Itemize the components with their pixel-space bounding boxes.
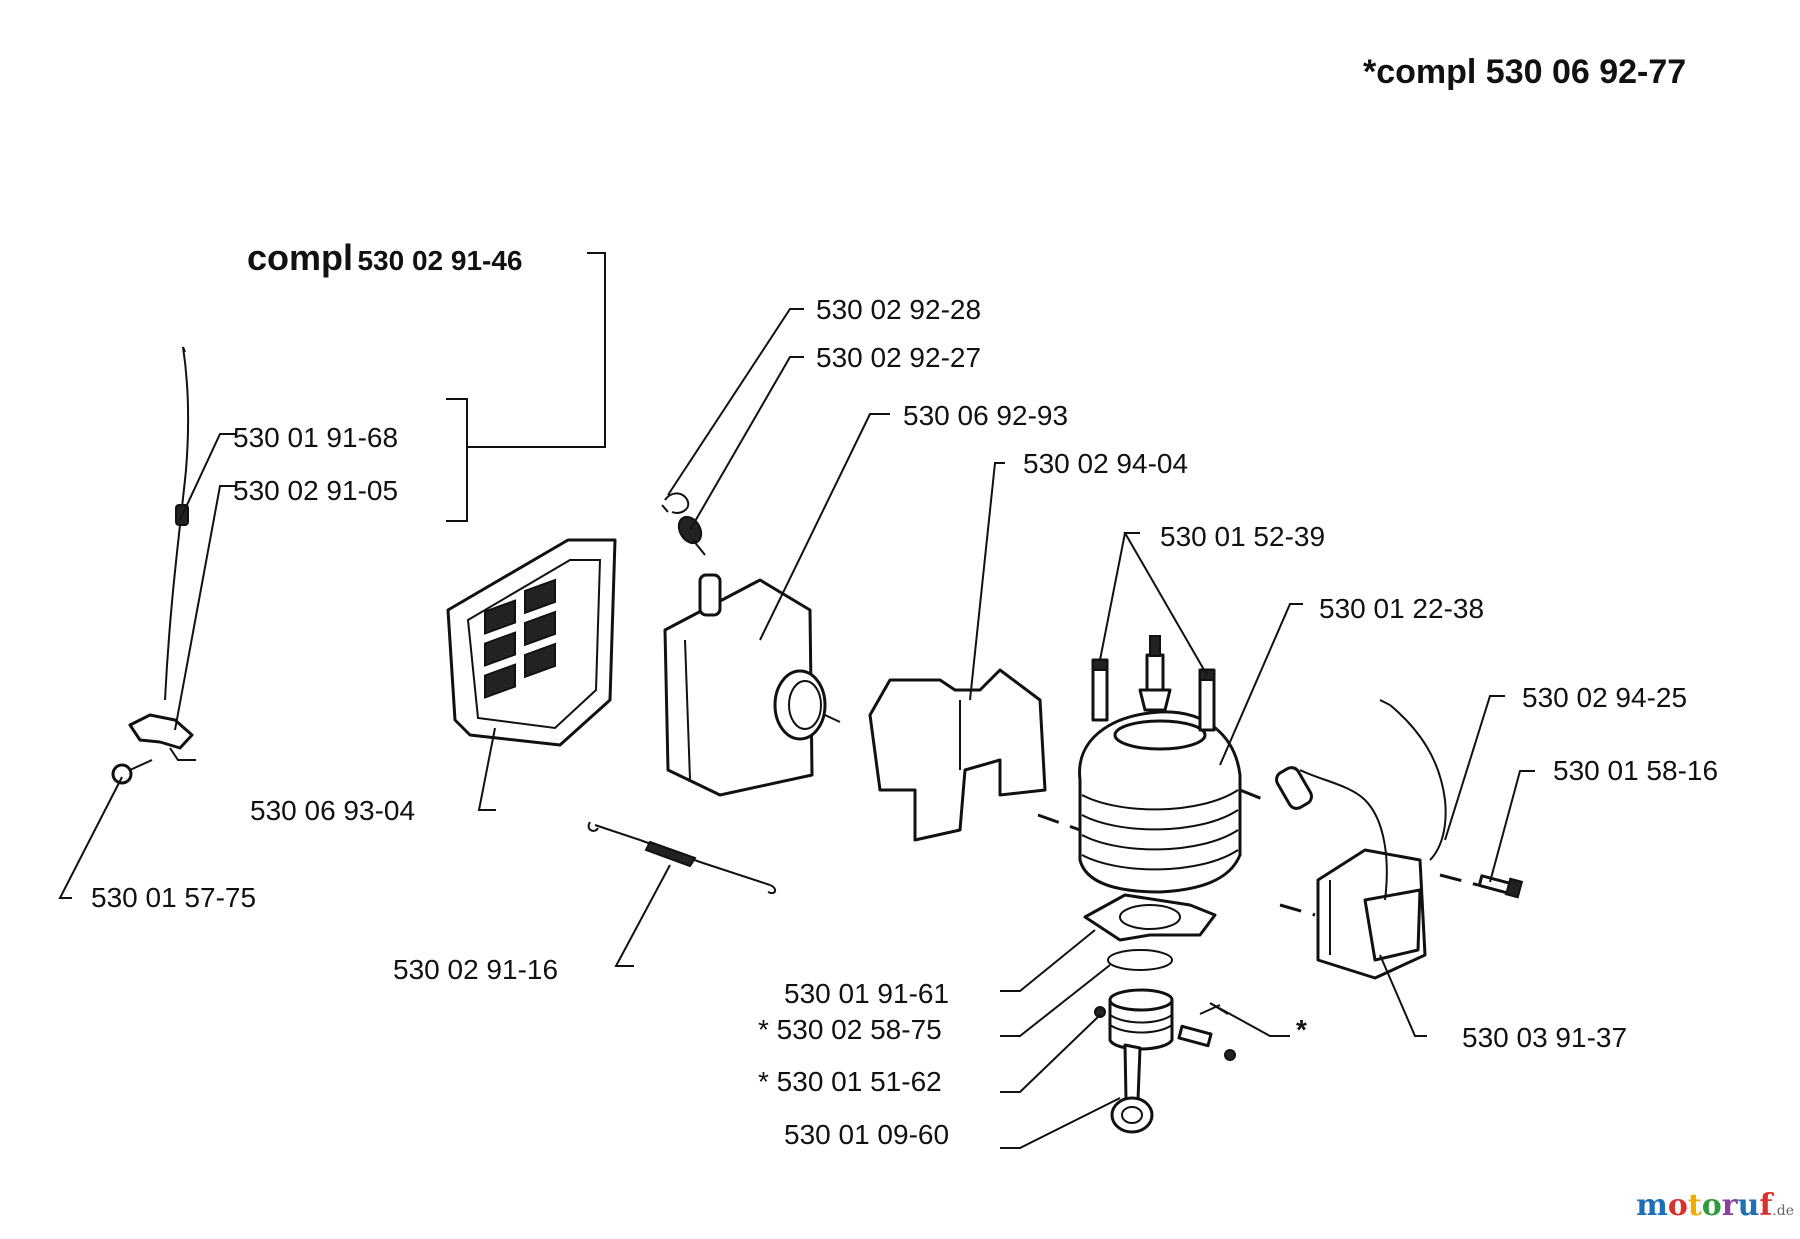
label-530-03-91-37: 530 03 91-37 — [1462, 1022, 1628, 1053]
tension-spring — [587, 821, 776, 895]
label-530-01-52-39: 530 01 52-39 — [1160, 521, 1326, 552]
leader-lines — [58, 252, 1535, 1149]
label-530-06-93-04: 530 06 93-04 — [250, 795, 416, 826]
muffler — [661, 492, 841, 797]
label-530-02-58-75: * 530 02 58-75 — [758, 1014, 942, 1045]
label-530-02-91-16: 530 02 91-16 — [393, 954, 559, 985]
spark-plug — [1138, 635, 1172, 712]
label-530-01-22-38: 530 01 22-38 — [1319, 593, 1485, 624]
hv-lead — [1379, 699, 1447, 861]
label-530-01-91-61: 530 01 91-61 — [784, 978, 950, 1009]
throttle-cable — [111, 346, 196, 785]
label-star: * — [1296, 1014, 1307, 1045]
logo-suffix: .de — [1772, 1203, 1794, 1219]
ignition-module — [1275, 766, 1427, 980]
cylinder-gasket — [1083, 893, 1217, 942]
cylinder-screws — [1091, 658, 1216, 732]
connecting-rod — [1110, 1043, 1154, 1134]
group-prefix: compl — [247, 237, 354, 278]
heat-shield — [868, 668, 1047, 842]
label-530-01-09-60: 530 01 09-60 — [784, 1119, 950, 1150]
module-screw — [1439, 873, 1524, 899]
site-logo: motoruf.de — [1636, 1188, 1794, 1223]
label-530-02-92-28: 530 02 92-28 — [816, 294, 982, 325]
label-530-01-58-16: 530 01 58-16 — [1553, 755, 1719, 786]
label-530-01-91-68: 530 01 91-68 — [233, 422, 399, 453]
air-filter-cover — [446, 538, 617, 747]
piston-ring — [1107, 949, 1173, 971]
label-530-01-57-75: 530 01 57-75 — [91, 882, 257, 913]
group-title: compl 530 02 91-46 — [247, 240, 523, 276]
cylinder — [1037, 635, 1266, 894]
clip — [661, 492, 690, 514]
label-530-02-94-25: 530 02 94-25 — [1522, 682, 1688, 713]
assembly-title: *compl 530 06 92-77 — [1363, 53, 1687, 91]
piston — [1108, 988, 1174, 1051]
label-530-01-51-62: * 530 01 51-62 — [758, 1066, 942, 1097]
label-530-02-94-04: 530 02 94-04 — [1023, 448, 1189, 479]
group-number: 530 02 91-46 — [357, 245, 523, 276]
label-530-06-92-93: 530 06 92-93 — [903, 400, 1069, 431]
label-530-02-91-05: 530 02 91-05 — [233, 475, 399, 506]
logo-text: motoruf — [1636, 1188, 1773, 1223]
piston-pin-and-circlips — [1094, 1006, 1236, 1061]
label-530-02-92-27: 530 02 92-27 — [816, 342, 982, 373]
spark-arrestor-screw — [677, 515, 706, 556]
